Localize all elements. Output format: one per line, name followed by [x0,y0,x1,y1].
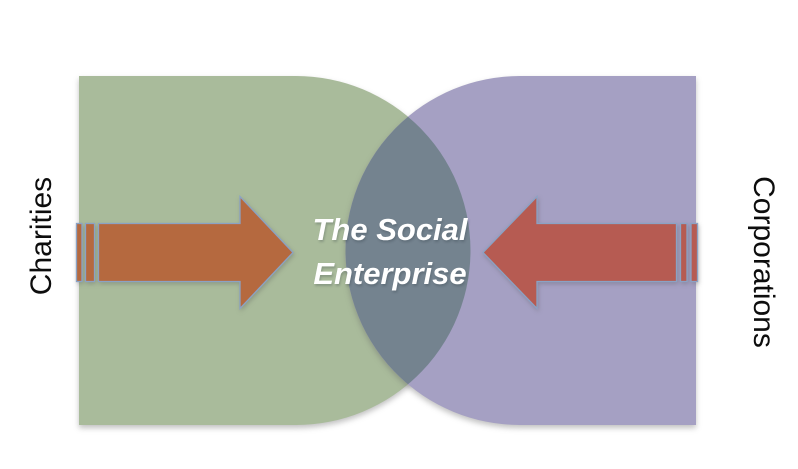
social-enterprise-label: The Social Enterprise [312,208,467,296]
right-arrow-stripe-1 [690,222,699,283]
right-arrow-body [482,194,678,311]
social-enterprise-label-line1: The Social [312,212,468,247]
left-arrow-stripe-2 [84,222,96,283]
left-arrow-body [97,194,294,311]
charities-label: Charities [25,176,58,296]
right-striped-arrow-icon [482,194,699,311]
left-arrow-stripe-1 [75,222,83,283]
left-striped-arrow-icon [75,194,294,311]
right-arrow-stripe-2 [679,222,688,283]
overlap-lens [345,116,471,385]
social-enterprise-label-line2: Enterprise [313,256,467,291]
corporations-label: Corporations [747,176,780,348]
